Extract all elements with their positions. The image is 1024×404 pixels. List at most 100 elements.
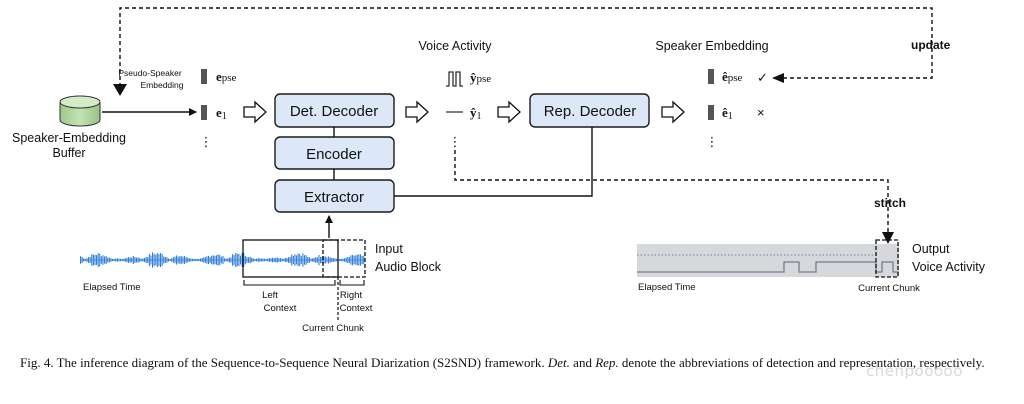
waveform-bar [244, 255, 246, 265]
waveform-bar [88, 257, 90, 263]
waveform-bar [153, 253, 155, 267]
waveform-bar [176, 255, 178, 265]
waveform-bar [131, 257, 133, 263]
figure-caption: Fig. 4. The inference diagram of the Seq… [20, 354, 1005, 371]
waveform-bar [219, 254, 221, 266]
check-icon: ✓ [757, 70, 768, 85]
waveform-bar [158, 254, 160, 266]
e-1-bar [201, 105, 207, 120]
waveform-bar [307, 257, 309, 263]
waveform-bar [256, 258, 258, 262]
waveform-bar [340, 258, 342, 262]
waveform-bar [259, 258, 261, 262]
waveform-bar [358, 254, 360, 266]
waveform-bar [232, 254, 234, 266]
ehat-pse-symbol: êpse [722, 69, 743, 84]
output-label-line1: Output [912, 242, 950, 256]
caption-and: and [569, 355, 596, 370]
waveform-bar [251, 257, 253, 263]
waveform-bar [120, 258, 122, 262]
waveform-bar [168, 258, 170, 262]
caption-rep: Rep. [595, 355, 619, 370]
update-loop-arrowhead-right [772, 73, 784, 83]
left-context-box [242, 239, 339, 278]
waveform-bar [222, 256, 224, 264]
waveform-bar [308, 257, 310, 263]
waveform-bar [115, 258, 117, 262]
waveform-bar [139, 258, 141, 262]
update-loop-arrowhead [113, 84, 127, 96]
waveform-bar [180, 256, 182, 264]
waveform-bar [278, 258, 280, 262]
waveform-bar [265, 258, 267, 262]
waveform-bar [91, 254, 93, 266]
right-context-box [322, 239, 366, 278]
waveform-bar [284, 257, 286, 263]
ehat-1-bar [708, 105, 714, 120]
waveform-bar [238, 254, 240, 266]
left-context-line2: Context [264, 303, 297, 314]
waveform-bar [326, 257, 328, 263]
waveform-bar [236, 253, 238, 267]
waveform-bar [83, 258, 85, 262]
right-context-line2: Context [340, 303, 373, 314]
elapsed-time-right: Elapsed Time [638, 282, 696, 293]
waveform-bar [248, 257, 250, 263]
waveform-bar [305, 255, 307, 265]
waveform-bar [348, 256, 350, 264]
cross-icon: × [757, 105, 765, 120]
right-context-line1: Right [340, 290, 363, 301]
waveform-bar [336, 258, 338, 262]
waveform-bar [171, 258, 173, 262]
waveform-bar [108, 257, 110, 263]
waveform-bar [145, 257, 147, 263]
waveform-bar [286, 257, 288, 263]
waveform-bar [161, 254, 163, 266]
right-context-bracket [339, 280, 365, 286]
left-context-bracket [243, 280, 336, 286]
waveform-bar [112, 258, 114, 262]
waveform-bar [276, 257, 278, 263]
waveform-bar [356, 254, 358, 266]
waveform-bar [177, 256, 179, 264]
waveform-bar [193, 259, 195, 261]
stitch-arrowhead [882, 232, 894, 244]
waveform-bar [96, 255, 98, 265]
waveform-bar [233, 255, 235, 265]
waveform-bar [283, 258, 285, 262]
waveform-bar [128, 257, 130, 263]
to-det-decoder-hollow-arrow [243, 100, 267, 124]
waveform-bar [123, 258, 125, 262]
waveform-bar [294, 254, 296, 266]
waveform-bar [268, 258, 270, 262]
waveform-bar [84, 259, 86, 261]
waveform-bar [339, 259, 341, 261]
waveform-bar [124, 258, 126, 262]
waveform-bar [264, 258, 266, 262]
waveform-bar [132, 256, 134, 265]
waveform-bar [291, 254, 293, 266]
waveform-bar [262, 258, 264, 262]
update-label: update [911, 38, 951, 52]
waveform-bar [160, 253, 162, 267]
waveform-bar [243, 253, 245, 267]
det-to-y-hollow-arrow [405, 100, 429, 124]
waveform-bar [240, 255, 242, 265]
waveform-bar [203, 257, 205, 263]
waveform-bar [292, 256, 294, 264]
waveform-bar [150, 255, 152, 265]
speaker-embedding-title: Speaker Embedding [655, 39, 768, 53]
waveform-bar [184, 256, 186, 264]
waveform-bar [267, 258, 269, 262]
waveform-bar [272, 257, 274, 263]
waveform-bar [350, 255, 352, 265]
waveform-bar [80, 256, 82, 264]
extractor-to-rep-decoder-line [394, 127, 593, 197]
waveform-bar [270, 258, 272, 262]
e-vdots: ⋮ [200, 134, 213, 149]
waveform-bar [169, 259, 171, 261]
s2snd-inference-diagram: update Speaker-Embedding Buffer Pseudo-S… [12, 7, 986, 334]
waveform-bar [225, 258, 227, 262]
y-pse-waveform-icon [446, 71, 463, 87]
waveform-bar [227, 258, 229, 262]
